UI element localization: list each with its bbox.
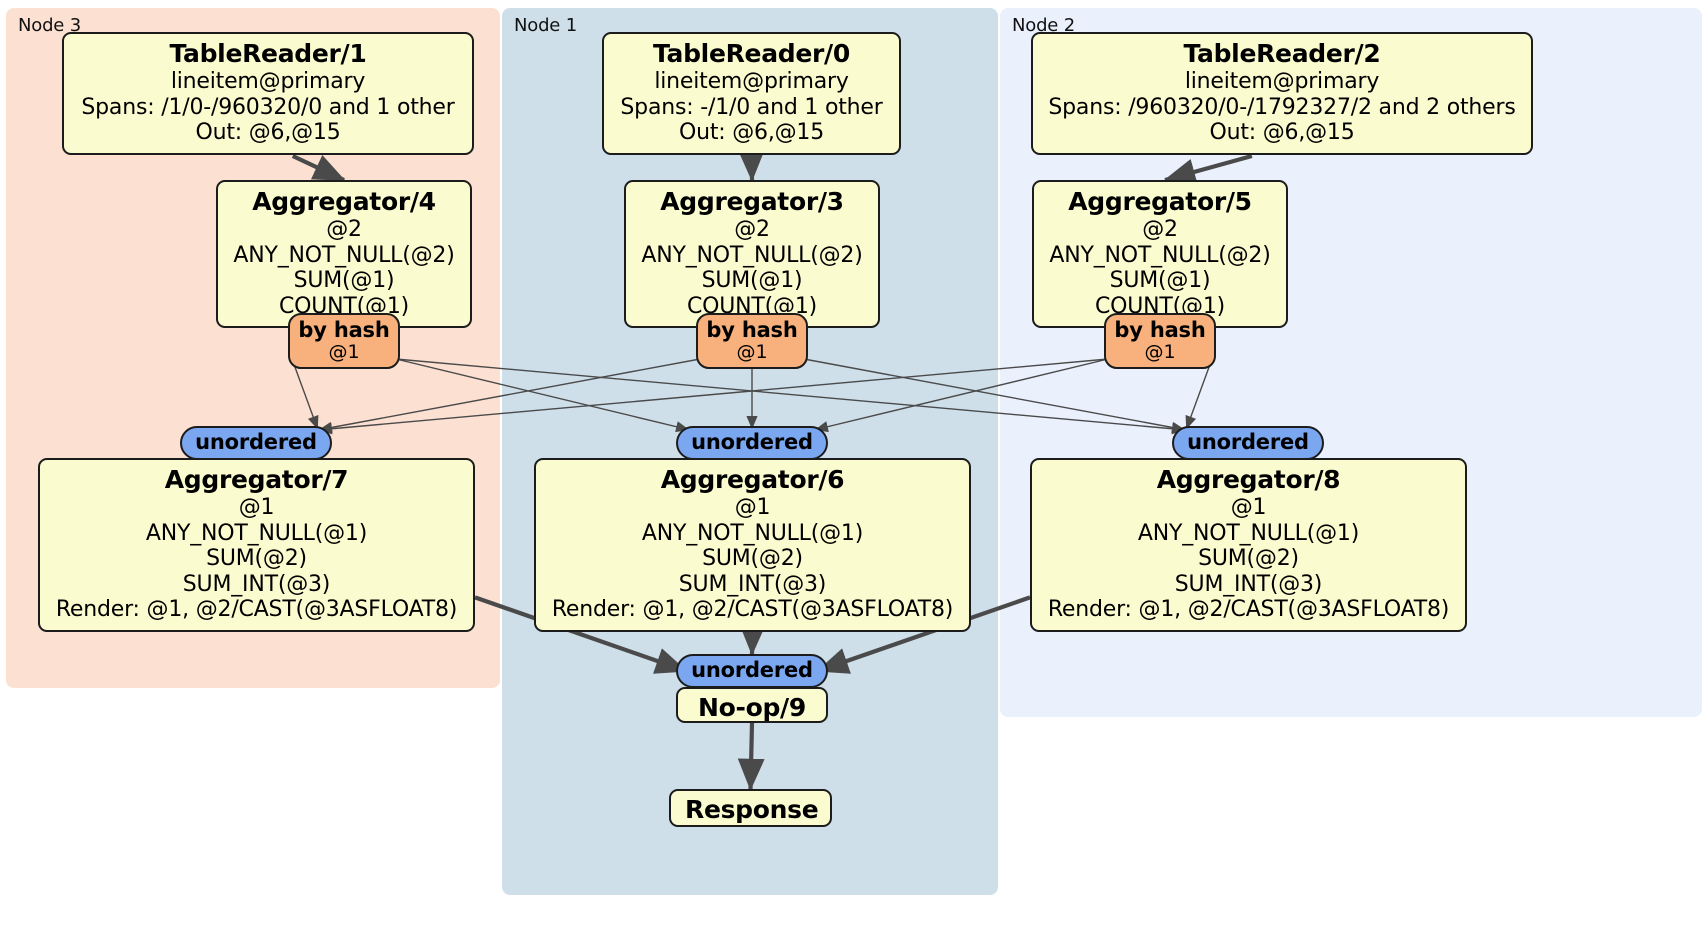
panel-label-node1: Node 1 (514, 15, 577, 36)
node-detail: @2 (1142, 217, 1178, 242)
plan-node-hash3[interactable]: by hash@1 (696, 313, 808, 369)
node-detail: Render: @1, @2/CAST(@3ASFLOAT8) (551, 597, 954, 623)
node-detail: @2 (734, 217, 770, 242)
node-detail: Out: @6,@15 (1209, 120, 1355, 146)
node-detail: @1 (328, 341, 360, 364)
plan-node-uo9[interactable]: unordered (676, 654, 828, 688)
plan-node-uo6[interactable]: unordered (676, 426, 828, 460)
node-detail: ANY_NOT_NULL(@2) (641, 242, 863, 268)
node-detail: @2 (326, 217, 362, 242)
node-detail: lineitem@primary (654, 69, 849, 94)
node-detail: Render: @1, @2/CAST(@3ASFLOAT8) (1047, 597, 1450, 623)
node-title: Aggregator/4 (252, 187, 436, 216)
panel-label-node3: Node 3 (18, 15, 81, 36)
node-title: TableReader/1 (169, 39, 367, 68)
node-detail: Out: @6,@15 (678, 120, 825, 146)
node-detail: @1 (734, 495, 771, 520)
node-title: Aggregator/7 (164, 465, 349, 494)
node-detail: @1 (1144, 341, 1176, 364)
plan-node-hash4[interactable]: by hash@1 (288, 313, 400, 369)
panel-label-node2: Node 2 (1012, 15, 1075, 36)
node-title: by hash (298, 318, 390, 342)
plan-node-response[interactable]: Response (669, 789, 832, 827)
node-title: Aggregator/6 (660, 465, 845, 494)
node-detail: SUM(@2) (702, 546, 803, 572)
node-title: unordered (1187, 430, 1309, 455)
node-detail: @1 (736, 341, 768, 364)
node-detail: ANY_NOT_NULL(@1) (641, 520, 864, 546)
plan-node-uo8[interactable]: unordered (1172, 426, 1324, 460)
node-title: unordered (195, 430, 317, 455)
node-detail: ANY_NOT_NULL(@2) (233, 242, 455, 268)
node-detail: Spans: /1/0-/960320/0 and 1 other (81, 94, 455, 120)
node-detail: Out: @6,@15 (195, 120, 341, 146)
node-detail: @1 (238, 495, 275, 520)
node-title: TableReader/0 (652, 39, 850, 68)
node-title: unordered (691, 658, 813, 683)
node-title: unordered (691, 430, 813, 455)
node-detail: SUM(@2) (1198, 546, 1299, 572)
node-title: by hash (1114, 318, 1206, 342)
node-detail: SUM_INT(@3) (678, 571, 827, 597)
node-title: Aggregator/5 (1068, 187, 1252, 216)
node-title: Response (685, 795, 819, 824)
node-title: No-op/9 (698, 693, 806, 722)
node-detail: @1 (1230, 495, 1267, 520)
node-title: by hash (706, 318, 798, 342)
plan-node-uo7[interactable]: unordered (180, 426, 332, 460)
node-detail: Spans: /960320/0-/1792327/2 and 2 others (1048, 94, 1516, 120)
node-detail: ANY_NOT_NULL(@1) (145, 520, 368, 546)
node-detail: SUM(@1) (701, 268, 803, 294)
node-detail: ANY_NOT_NULL(@2) (1049, 242, 1271, 268)
node-detail: SUM_INT(@3) (1174, 571, 1323, 597)
node-detail: Spans: -/1/0 and 1 other (620, 94, 883, 120)
node-detail: Render: @1, @2/CAST(@3ASFLOAT8) (55, 597, 458, 623)
node-detail: lineitem@primary (170, 69, 366, 94)
node-detail: SUM(@1) (293, 268, 395, 294)
node-detail: SUM(@1) (1109, 268, 1211, 294)
node-title: Aggregator/3 (660, 187, 844, 216)
plan-node-hash5[interactable]: by hash@1 (1104, 313, 1216, 369)
node-title: TableReader/2 (1183, 39, 1381, 68)
node-detail: lineitem@primary (1184, 69, 1380, 94)
node-detail: ANY_NOT_NULL(@1) (1137, 520, 1360, 546)
node-title: Aggregator/8 (1156, 465, 1341, 494)
plan-node-noop9[interactable]: No-op/9 (676, 687, 828, 723)
node-detail: SUM_INT(@3) (182, 571, 331, 597)
node-detail: SUM(@2) (206, 546, 307, 572)
